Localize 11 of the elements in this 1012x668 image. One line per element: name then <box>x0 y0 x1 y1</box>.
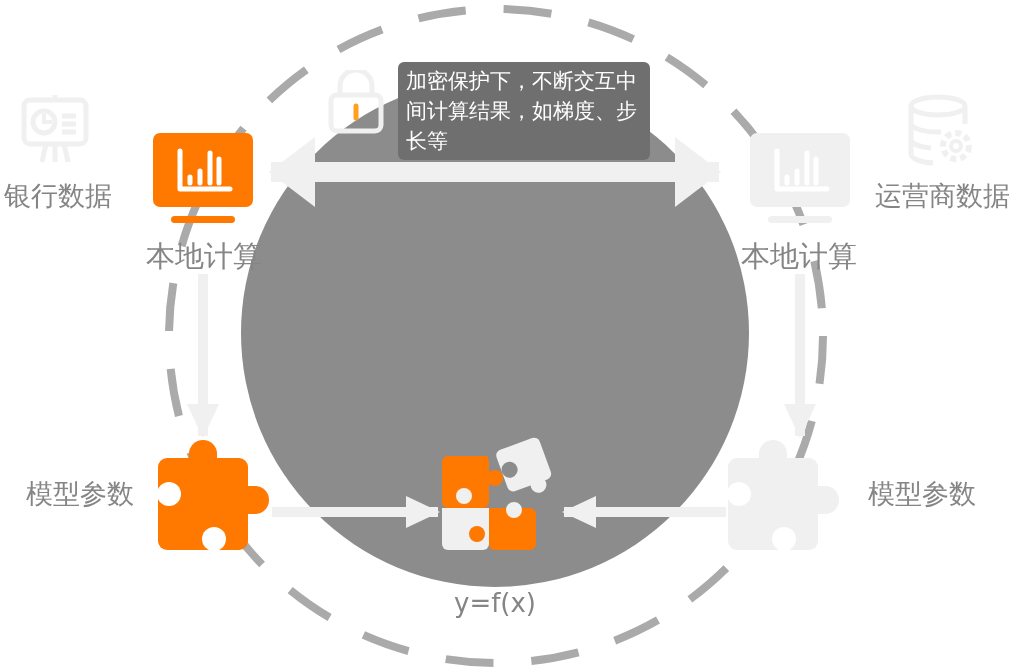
node-label: 模型参数 <box>867 480 977 507</box>
edge-label: 加密保护下，不断交互中间计算结果，如梯度、步长等 <box>398 62 650 160</box>
node-label: y=f(x) <box>453 590 537 616</box>
arrow <box>272 496 440 528</box>
arrow <box>269 137 721 207</box>
node-label: 运营商数据 <box>873 182 1011 209</box>
node-label: 银行数据 <box>2 182 113 209</box>
node-label: 本地计算 <box>740 242 858 271</box>
arrow <box>562 496 726 528</box>
node-label: 模型参数 <box>25 480 135 507</box>
arrow <box>784 274 816 438</box>
